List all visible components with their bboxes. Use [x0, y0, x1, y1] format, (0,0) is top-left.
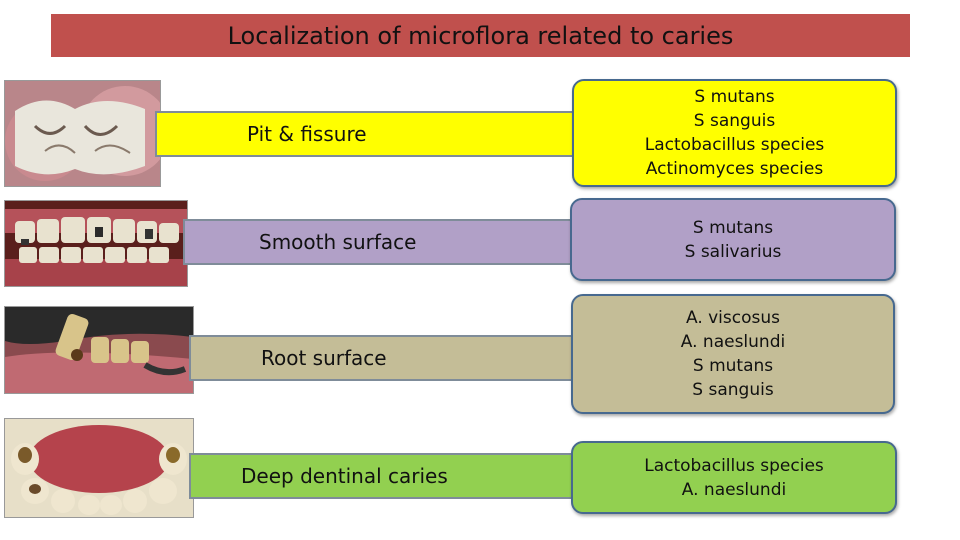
occlusal-molar-photo-icon: [5, 81, 160, 186]
pit-fissure-photo: [4, 80, 161, 187]
row-label-text: Root surface: [261, 346, 387, 370]
row-label-pit-fissure: Pit & fissure: [155, 111, 575, 157]
organism-item: S salivarius: [684, 241, 782, 262]
organism-item: A. viscosus: [685, 308, 780, 328]
row-label-text: Deep dentinal caries: [241, 464, 448, 488]
row-label-deep-dentinal-caries: Deep dentinal caries: [189, 453, 575, 499]
smooth-surface-photo: [4, 200, 188, 287]
organism-item: S sanguis: [693, 111, 776, 131]
lower-arch-photo-icon: [5, 419, 193, 517]
row-label-text: Pit & fissure: [247, 122, 367, 146]
organism-item: S mutans: [692, 356, 774, 376]
organism-item: Lactobacillus species: [644, 455, 824, 476]
organism-box-smooth-surface: S mutans S salivarius: [570, 198, 896, 281]
organism-item: A. naeslundi: [680, 332, 786, 352]
row-label-root-surface: Root surface: [189, 335, 575, 381]
deep-dentinal-caries-photo: [4, 418, 194, 518]
organism-item: S sanguis: [692, 380, 774, 400]
front-teeth-photo-icon: [5, 201, 187, 286]
row-label-text: Smooth surface: [259, 230, 417, 254]
slide-title: Localization of microflora related to ca…: [51, 14, 910, 57]
slide-title-text: Localization of microflora related to ca…: [227, 21, 734, 50]
organism-item: A. naeslundi: [681, 479, 787, 500]
organism-item: Actinomyces species: [645, 159, 824, 179]
organism-box-deep-dentinal-caries: Lactobacillus species A. naeslundi: [571, 441, 897, 514]
organism-item: S mutans: [692, 217, 774, 238]
organism-item: S mutans: [694, 87, 775, 107]
organism-box-root-surface: A. viscosus A. naeslundi S mutans S sang…: [571, 294, 895, 414]
root-surface-photo: [4, 306, 194, 394]
root-caries-photo-icon: [5, 307, 193, 393]
organism-item: Lactobacillus species: [644, 135, 825, 155]
organism-box-pit-fissure: S mutans S sanguis Lactobacillus species…: [572, 79, 897, 187]
row-label-smooth-surface: Smooth surface: [183, 219, 575, 265]
